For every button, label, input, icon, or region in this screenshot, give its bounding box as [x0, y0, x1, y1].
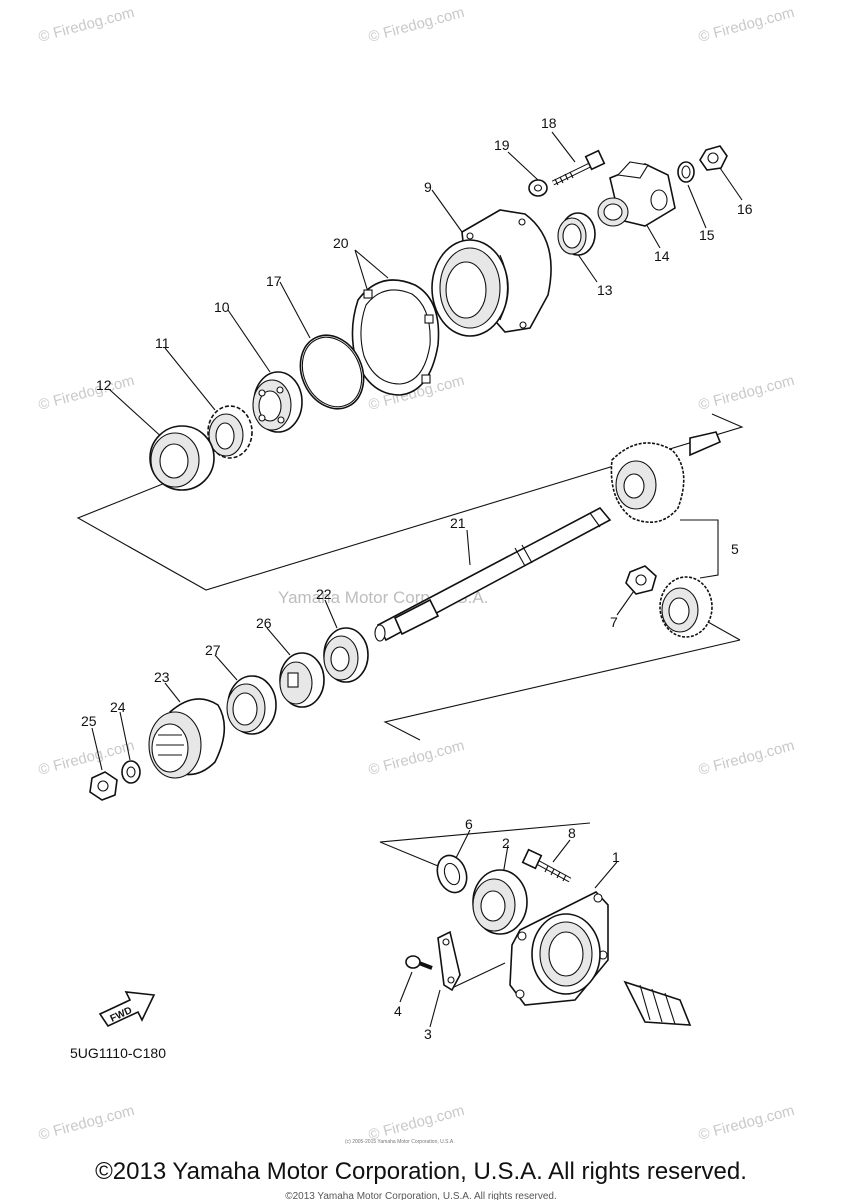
housing-outline-lower: [451, 962, 506, 989]
pinion-gear-outline-lower: [707, 621, 741, 641]
fwd-arrow-icon: FWD: [98, 991, 156, 1028]
part-16-nut: [699, 145, 728, 171]
part-11-collar: [207, 405, 253, 459]
watermark: © Firedog.com: [37, 1102, 137, 1144]
part-9-bearing-housing: [431, 209, 552, 337]
callout-2: 2: [502, 835, 510, 851]
callout-labels: 1 2 3 4 5 6 7 8 9 10 11 12 13 14 15 16 1…: [81, 115, 753, 1042]
watermark: © Firedog.com: [697, 372, 797, 414]
callout-27: 27: [205, 642, 221, 658]
callout-22: 22: [316, 586, 332, 602]
callout-21: 21: [450, 515, 466, 531]
callout-1: 1: [612, 849, 620, 865]
callout-11: 11: [155, 335, 170, 351]
watermark: © Firedog.com: [697, 737, 797, 779]
callout-26: 26: [256, 615, 272, 631]
callout-14: 14: [654, 248, 670, 264]
copyright-notice: ©2013 Yamaha Motor Corporation, U.S.A. A…: [95, 1158, 747, 1185]
part-27-oil-seal: [226, 675, 277, 735]
part-24-washer: [121, 760, 141, 784]
watermark: © Firedog.com: [697, 4, 797, 46]
part-5-pinion-gear: [659, 576, 713, 638]
part-26-collar: [279, 652, 325, 708]
part-8-bolt: [521, 848, 572, 883]
watermark: © Firedog.com: [367, 1102, 467, 1144]
part-18-bolt: [551, 149, 606, 186]
callout-18: 18: [541, 115, 557, 131]
watermark: © Firedog.com: [367, 737, 467, 779]
part-17-o-ring: [299, 334, 365, 410]
callout-19: 19: [494, 137, 510, 153]
callout-17: 17: [266, 273, 282, 289]
pinion-gear-outline: [680, 519, 719, 579]
callout-7: 7: [610, 614, 618, 630]
part-7-nut: [625, 565, 657, 595]
callout-8: 8: [568, 825, 576, 841]
callout-12: 12: [96, 377, 112, 393]
watermark: © Firedog.com: [697, 1102, 797, 1144]
callout-23: 23: [154, 669, 170, 685]
callout-4: 4: [394, 1003, 402, 1019]
footer-strip: ©2013 Yamaha Motor Corporation, U.S.A. A…: [285, 1191, 557, 1200]
part-21-drive-shaft: [374, 506, 612, 642]
part-23-sleeve: [148, 698, 226, 779]
callout-20: 20: [333, 235, 349, 251]
part-1-bearing-housing: [509, 891, 692, 1026]
part-2-bearing: [472, 869, 528, 935]
callout-16: 16: [737, 201, 753, 217]
part-20-shims: [351, 279, 440, 396]
part-3-plate: [437, 930, 461, 992]
lower-shaft-outline: [383, 639, 741, 741]
callout-25: 25: [81, 713, 97, 729]
upper-assembly-outline: [76, 413, 744, 591]
leader-lines: [91, 131, 743, 1028]
part-13-oil-seal: [557, 212, 596, 256]
callout-10: 10: [214, 299, 230, 315]
part-19-washer: [528, 179, 548, 197]
part-12-bearing: [149, 425, 215, 491]
watermark: © Firedog.com: [367, 4, 467, 46]
part-15-washer: [677, 161, 695, 183]
callout-13: 13: [597, 282, 613, 298]
callout-9: 9: [424, 179, 432, 195]
part-10-bearing: [252, 371, 303, 433]
housing-outline: [379, 822, 591, 867]
assembly-outlines: [76, 413, 744, 989]
callout-15: 15: [699, 227, 715, 243]
watermark: © Firedog.com: [37, 4, 137, 46]
watermark: © Firedog.com: [37, 372, 137, 414]
callout-3: 3: [424, 1026, 432, 1042]
part-14-yoke: [597, 161, 676, 227]
callout-5: 5: [731, 541, 739, 557]
part-4-screw: [405, 955, 433, 970]
part-22-bearing: [323, 627, 369, 683]
part-6-shim: [436, 854, 468, 894]
diagram-code: 5UG1110-C180: [70, 1045, 166, 1061]
tiny-notice: (c) 2005-2015 Yamaha Motor Corporation, …: [345, 1139, 455, 1145]
callout-6: 6: [465, 816, 473, 832]
callout-24: 24: [110, 699, 126, 715]
part-5-ring-gear: [610, 431, 722, 524]
exploded-parts-diagram: © Firedog.com © Firedog.com © Firedog.co…: [37, 4, 797, 1145]
part-25-nut: [89, 771, 118, 801]
